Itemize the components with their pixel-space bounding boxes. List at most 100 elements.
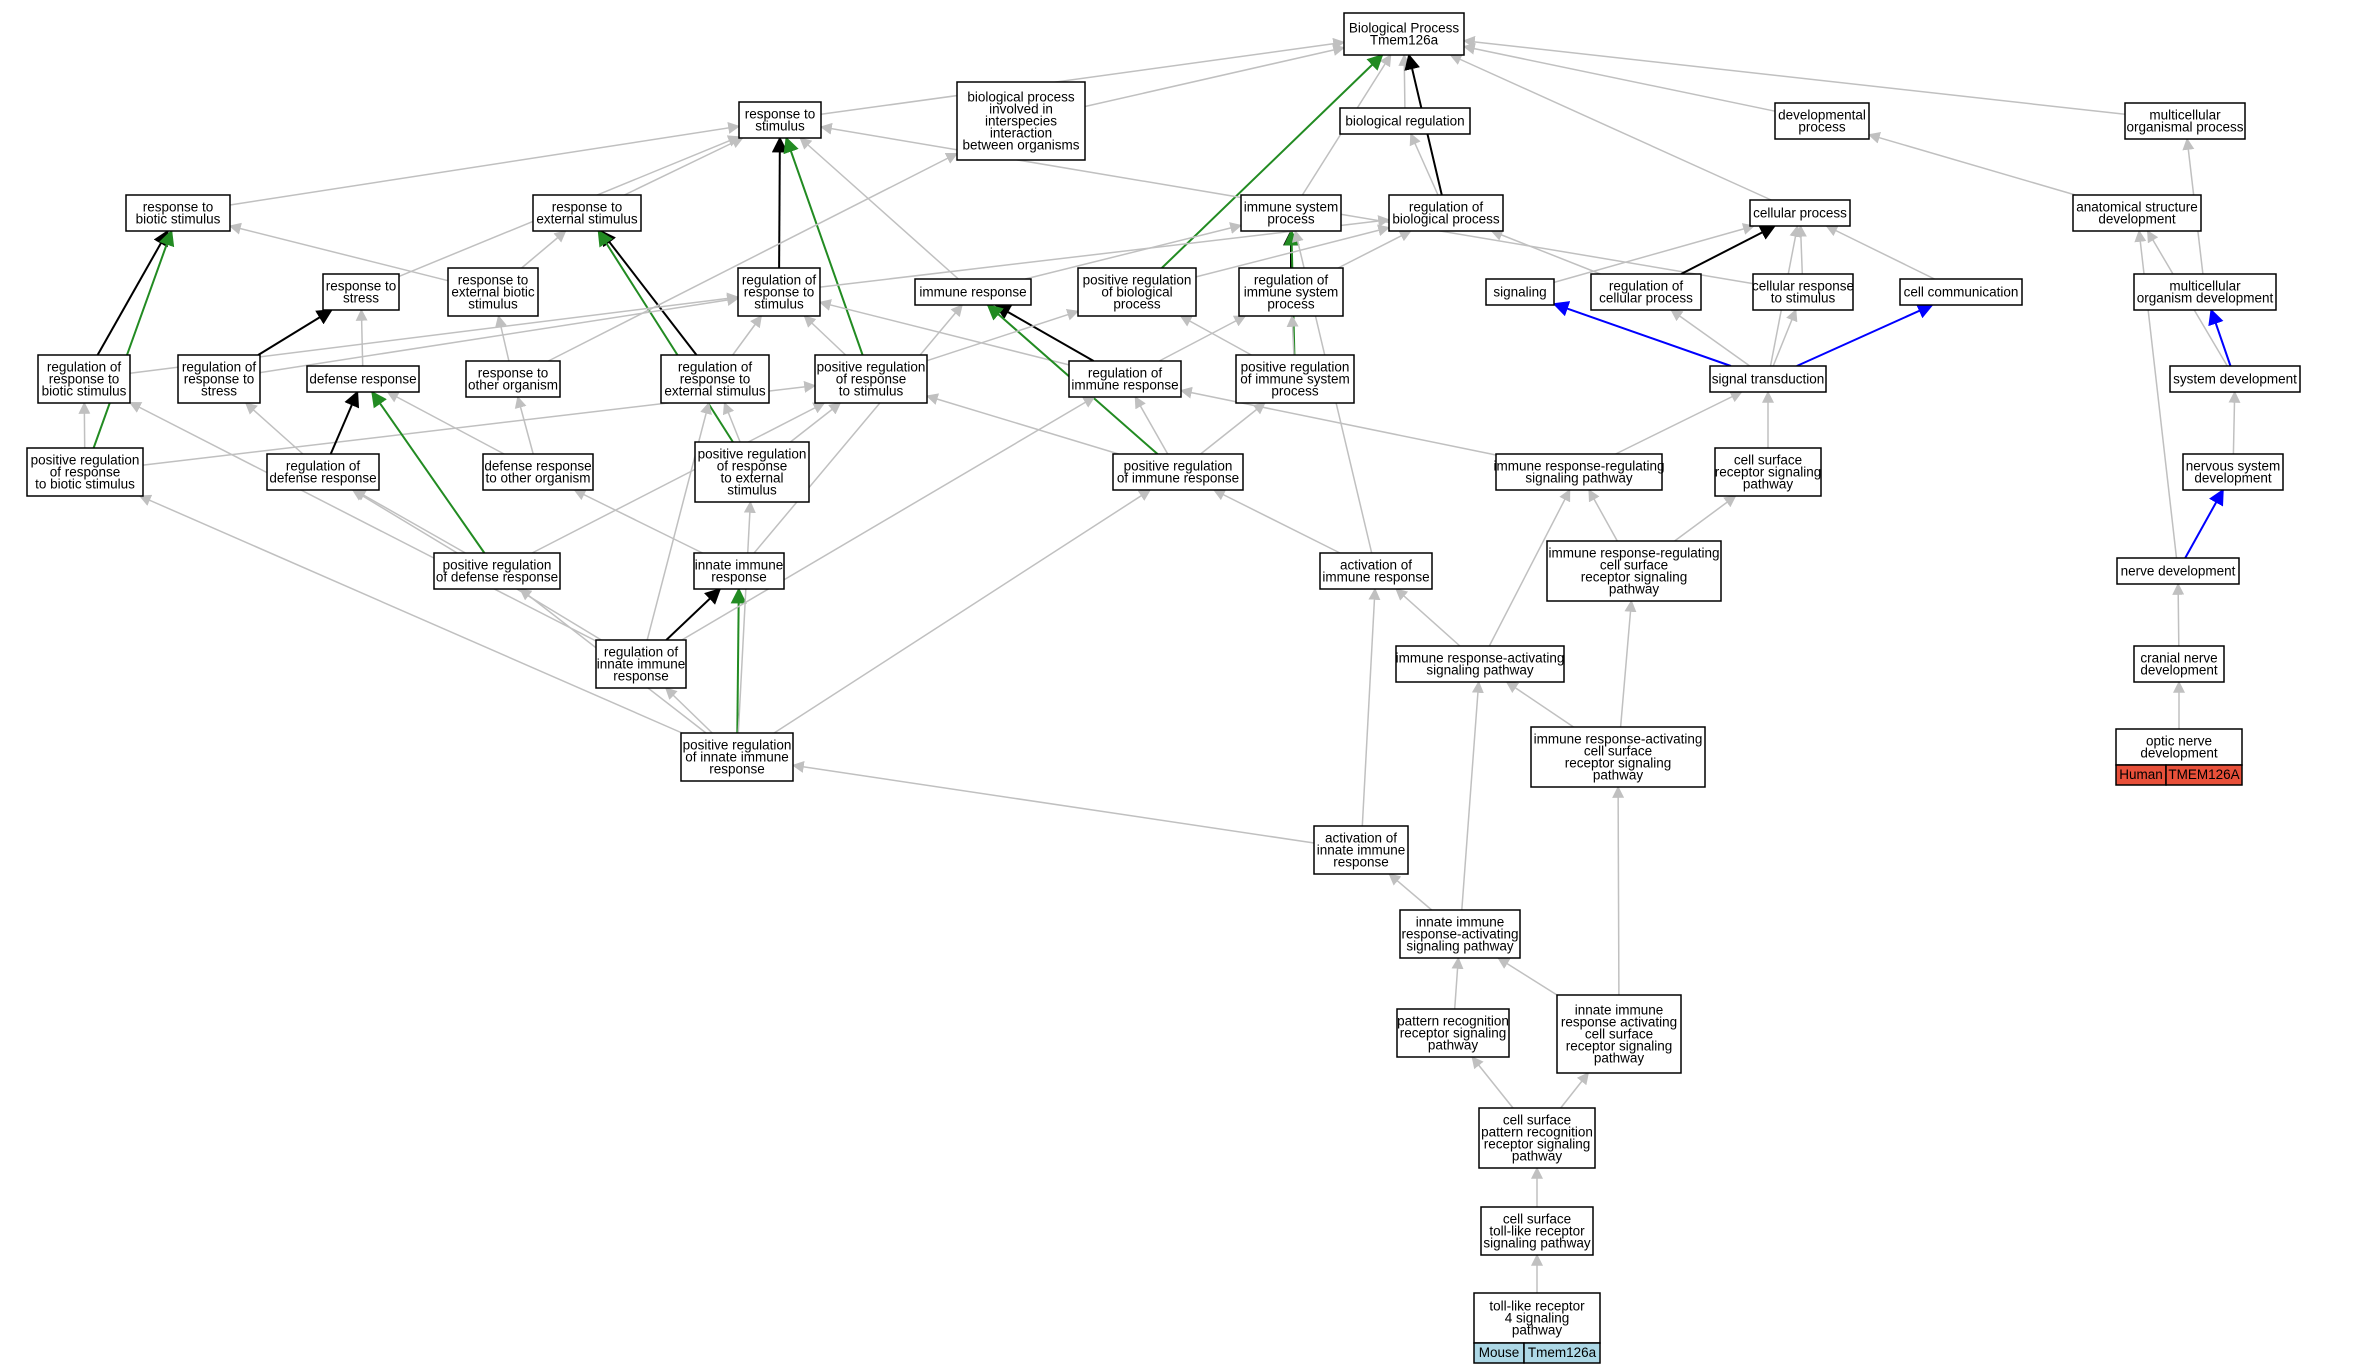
node-label-line: between organisms: [962, 138, 1079, 153]
node-label-line: response: [613, 669, 669, 684]
go-term-node-sig[interactable]: signaling: [1485, 278, 1555, 306]
go-term-node-st[interactable]: signal transduction: [1709, 365, 1827, 393]
node-box: [37, 354, 131, 404]
edge-is-a-iracs-to-irrcs: [1619, 599, 1637, 728]
edge-is-a-breg-to-bp: [1398, 53, 1411, 109]
node-label-line: cranial nerve: [2140, 651, 2217, 666]
edge-is-a-prir-to-prrts: [925, 393, 1119, 455]
node-label-line: of response: [717, 459, 788, 474]
edge-regulates-rrts-to-rts: [771, 136, 788, 269]
edge-is-a-rts-to-bp: [820, 37, 1346, 116]
go-term-node-cc[interactable]: cell communication: [1899, 278, 2023, 306]
go-term-node-cp[interactable]: cellular process: [1749, 199, 1851, 227]
go-term-node-nd[interactable]: nerve development: [2116, 557, 2240, 585]
node-box: [177, 354, 261, 404]
node-label-line: cell communication: [1904, 285, 2019, 300]
node-label-line: development: [2194, 471, 2272, 486]
node-label-line: immune system: [1244, 285, 1339, 300]
node-box: [1590, 273, 1702, 311]
node-box: [266, 453, 380, 491]
edge-is-a-aiir-to-priir: [791, 760, 1315, 844]
node-box: [956, 81, 1086, 161]
edge-is-a-aiir-to-air: [1361, 587, 1381, 827]
node-box: [680, 732, 794, 782]
go-term-node-sd[interactable]: system development: [2169, 365, 2301, 393]
node-label-line: stimulus: [468, 297, 518, 312]
node-label-line: development: [2140, 663, 2218, 678]
node-label-line: pathway: [1609, 582, 1660, 597]
node-label-line: immune response-regulating: [1548, 546, 1719, 561]
node-box: [1240, 194, 1342, 232]
edge-is-a-prrtes-to-rrtes: [722, 401, 741, 443]
node-label-line: receptor signaling: [1400, 1026, 1507, 1041]
go-term-node-ir[interactable]: immune response: [914, 278, 1032, 306]
go-term-node-iirasp[interactable]: innate immuneresponse-activatingsignalin…: [1399, 909, 1521, 959]
node-label-line: cell surface: [1503, 1113, 1571, 1128]
go-term-node-breg[interactable]: biological regulation: [1339, 107, 1471, 135]
node-label-line: positive regulation: [443, 558, 552, 573]
node-box: [2133, 273, 2277, 311]
edge-is-a-rir-to-rrts: [818, 299, 1070, 366]
node-label-line: of immune response: [1117, 471, 1239, 486]
edge-is-a-priir-to-prrtes: [737, 500, 756, 734]
node-box: [1480, 1206, 1594, 1256]
go-term-node-dr[interactable]: defense response: [306, 365, 420, 393]
node-label-line: innate immune: [1416, 915, 1505, 930]
node-label-line: interaction: [990, 126, 1052, 141]
edge-is-a-ir-to-rts: [799, 137, 959, 280]
edge-is-a-prbp-to-rbp: [1195, 224, 1391, 278]
node-label-line: process: [1267, 212, 1315, 227]
edge-is-a-iiracs-to-iracs: [1612, 785, 1625, 996]
node-label-line: pathway: [1594, 1051, 1645, 1066]
